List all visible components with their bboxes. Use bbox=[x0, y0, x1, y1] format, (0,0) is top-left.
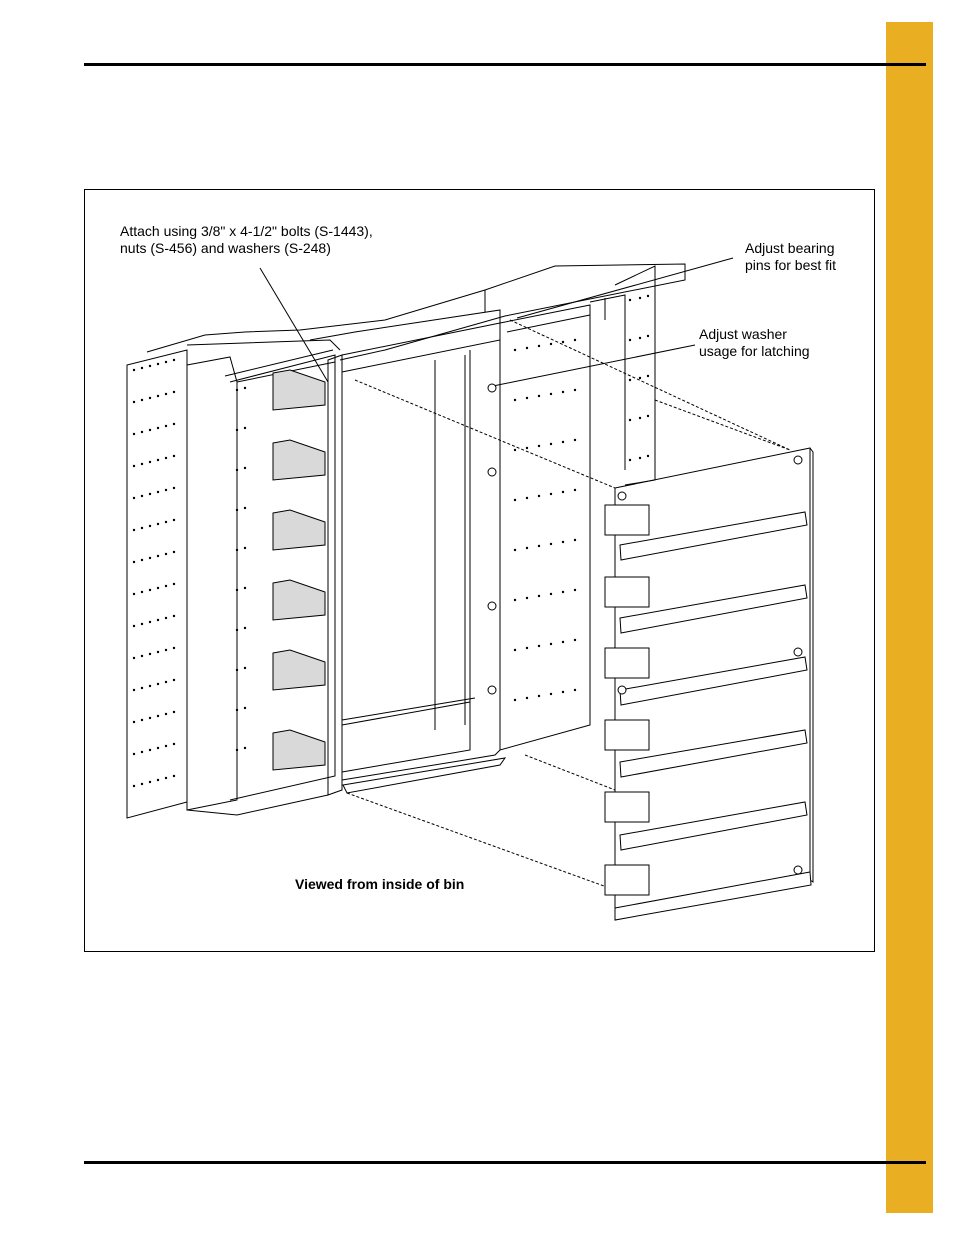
bearing-pins-callout-line-1: Adjust bearing bbox=[745, 240, 835, 256]
chapter-side-tab bbox=[886, 22, 933, 1213]
header-rule bbox=[84, 63, 926, 66]
washer-callout-line-2: usage for latching bbox=[699, 343, 810, 359]
door-frame-illustration bbox=[126, 257, 814, 921]
bolts-callout: Attach using 3/8" x 4-1/2" bolts (S-1443… bbox=[120, 223, 373, 257]
bolts-callout-line-2: nuts (S-456) and washers (S-248) bbox=[120, 240, 331, 256]
figure-caption: Viewed from inside of bin bbox=[295, 876, 465, 892]
figure-frame: Attach using 3/8" x 4-1/2" bolts (S-1443… bbox=[84, 189, 875, 952]
bearing-pins-callout: Adjust bearing pins for best fit bbox=[745, 240, 836, 274]
bolts-callout-line-1: Attach using 3/8" x 4-1/2" bolts (S-1443… bbox=[120, 223, 373, 239]
bearing-pins-callout-line-2: pins for best fit bbox=[745, 257, 837, 273]
washer-callout: Adjust washer usage for latching bbox=[699, 326, 810, 360]
footer-rule bbox=[84, 1161, 926, 1164]
washer-callout-line-1: Adjust washer bbox=[699, 326, 787, 342]
